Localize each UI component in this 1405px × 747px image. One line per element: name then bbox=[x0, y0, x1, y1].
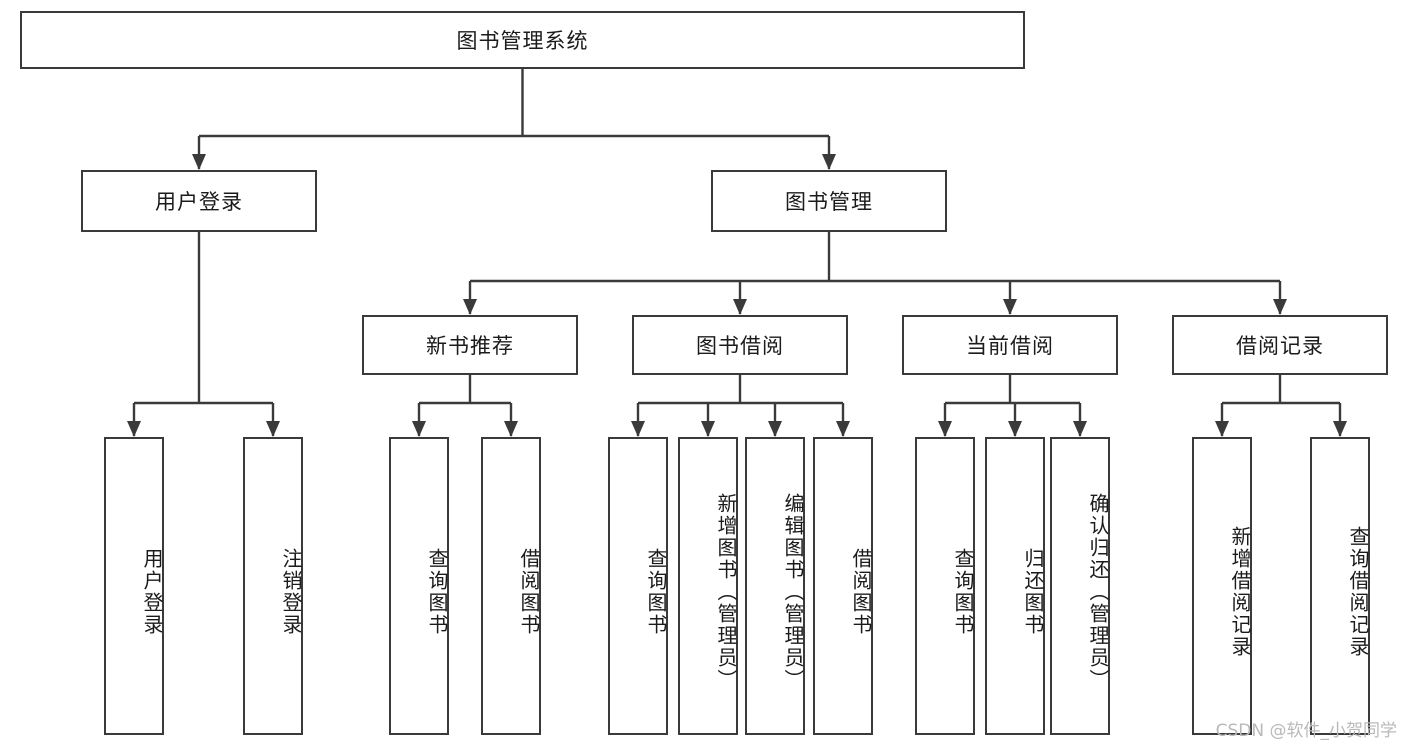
connector-arrowhead bbox=[192, 154, 206, 170]
connector-arrowhead bbox=[733, 299, 747, 315]
node-book-manage: 图书管理 bbox=[711, 170, 947, 232]
connector-arrowhead bbox=[701, 421, 715, 437]
connector-arrowhead bbox=[768, 421, 782, 437]
node-label: 注销登录 bbox=[279, 548, 303, 636]
node-leaf-query-record: 查询借阅记录 bbox=[1310, 437, 1370, 735]
node-label: 图书管理 bbox=[785, 190, 873, 214]
connector-arrowhead bbox=[631, 421, 645, 437]
node-label: 查询图书 bbox=[644, 548, 668, 636]
node-leaf-query-book-2: 查询图书 bbox=[608, 437, 668, 735]
node-leaf-edit-book: 编辑图书（管理员） bbox=[745, 437, 805, 735]
node-borrow-record: 借阅记录 bbox=[1172, 315, 1388, 375]
node-label: 用户登录 bbox=[155, 190, 243, 214]
node-label: 借阅记录 bbox=[1236, 334, 1324, 358]
node-label: 借阅图书 bbox=[517, 548, 541, 636]
node-label: 当前借阅 bbox=[966, 334, 1054, 358]
node-leaf-query-book-3: 查询图书 bbox=[915, 437, 975, 735]
node-new-book-rec: 新书推荐 bbox=[362, 315, 578, 375]
node-leaf-return-book: 归还图书 bbox=[985, 437, 1045, 735]
connector-arrowhead bbox=[1008, 421, 1022, 437]
connector-arrowhead bbox=[1003, 299, 1017, 315]
node-label: 新增借阅记录 bbox=[1228, 526, 1252, 658]
connector-arrowhead bbox=[127, 421, 141, 437]
node-label: 查询借阅记录 bbox=[1346, 526, 1370, 658]
connector-arrowhead bbox=[266, 421, 280, 437]
connector-arrowhead bbox=[1215, 421, 1229, 437]
connector-arrowhead bbox=[822, 154, 836, 170]
connector-arrowhead bbox=[938, 421, 952, 437]
connector-arrowhead bbox=[836, 421, 850, 437]
node-leaf-add-book: 新增图书（管理员） bbox=[678, 437, 738, 735]
connector-arrowhead bbox=[412, 421, 426, 437]
node-leaf-query-book-1: 查询图书 bbox=[389, 437, 449, 735]
node-label: 图书借阅 bbox=[696, 334, 784, 358]
node-label: 借阅图书 bbox=[849, 548, 873, 636]
node-label: 查询图书 bbox=[425, 548, 449, 636]
node-leaf-borrow-book-2: 借阅图书 bbox=[813, 437, 873, 735]
node-root: 图书管理系统 bbox=[20, 11, 1025, 69]
connector-arrowhead bbox=[463, 299, 477, 315]
node-label: 归还图书 bbox=[1021, 548, 1045, 636]
node-user-login: 用户登录 bbox=[81, 170, 317, 232]
watermark-label: CSDN @软件_小贺同学 bbox=[1215, 721, 1397, 741]
node-label: 确认归还（管理员） bbox=[1086, 493, 1110, 691]
node-label: 新增图书（管理员） bbox=[714, 493, 738, 691]
node-label: 查询图书 bbox=[951, 548, 975, 636]
connector-arrowhead bbox=[1333, 421, 1347, 437]
node-leaf-borrow-book-1: 借阅图书 bbox=[481, 437, 541, 735]
node-label: 新书推荐 bbox=[426, 334, 514, 358]
node-current-borrow: 当前借阅 bbox=[902, 315, 1118, 375]
node-leaf-add-record: 新增借阅记录 bbox=[1192, 437, 1252, 735]
node-label: 用户登录 bbox=[140, 548, 164, 636]
connector-arrowhead bbox=[1273, 299, 1287, 315]
node-leaf-confirm-return: 确认归还（管理员） bbox=[1050, 437, 1110, 735]
connector-arrowhead bbox=[1073, 421, 1087, 437]
node-leaf-logout: 注销登录 bbox=[243, 437, 303, 735]
node-leaf-user-login: 用户登录 bbox=[104, 437, 164, 735]
node-label: 图书管理系统 bbox=[456, 29, 589, 53]
connector-arrowhead bbox=[504, 421, 518, 437]
node-book-borrow: 图书借阅 bbox=[632, 315, 848, 375]
node-label: 编辑图书（管理员） bbox=[781, 493, 805, 691]
